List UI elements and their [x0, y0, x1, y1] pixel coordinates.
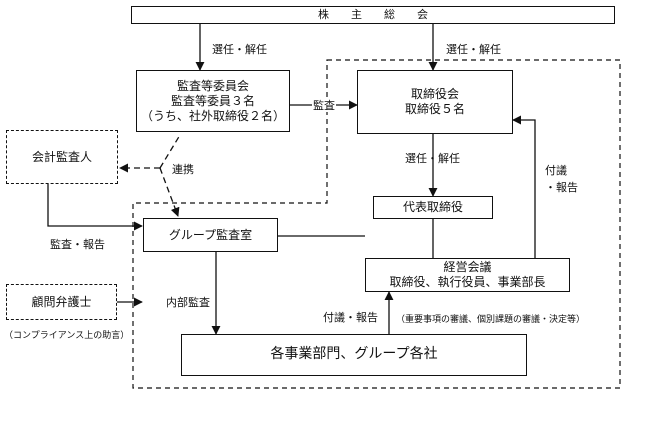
arrow-cooperation-group-audit [159, 167, 180, 217]
label-internal-audit: 内部監査 [166, 296, 210, 309]
audit-committee-outside: （うち、社外取締役２名） [140, 108, 285, 123]
board-box: 取締役会 取締役５名 [357, 70, 513, 134]
shareholders-meeting-box: 株 主 総 会 [131, 6, 615, 24]
audit-committee-members: 監査等委員３名 [170, 93, 255, 108]
group-audit-office-label: グループ監査室 [168, 227, 253, 242]
label-report-bottom: 付議・報告 [323, 311, 378, 324]
label-audit-report: 監査・報告 [50, 238, 105, 251]
rep-director-label: 代表取締役 [402, 200, 463, 214]
accounting-auditor-label: 会計監査人 [31, 149, 92, 164]
arrow-audit-report [47, 184, 143, 231]
audit-committee-title: 監査等委員会 [176, 78, 249, 93]
label-report-note: （重要事項の審議、個別課題の審議・決定等） [396, 315, 586, 325]
label-elect-dismiss-left: 選任・解任 [212, 43, 267, 56]
arrow-report-board [512, 115, 536, 258]
divisions-box: 各事業部門、グループ各社 [181, 334, 527, 376]
board-title: 取締役会 [410, 87, 459, 101]
oversight-region-boundary [132, 59, 621, 389]
cooperation-link-up [159, 134, 181, 169]
label-elect-dismiss-right: 選任・解任 [446, 43, 501, 56]
label-elect-dismiss-mid: 選任・解任 [405, 152, 460, 165]
audit-committee-box: 監査等委員会 監査等委員３名 （うち、社外取締役２名） [136, 70, 290, 132]
label-audit: 監査 [312, 99, 336, 112]
label-cooperation: 連携 [172, 163, 194, 176]
divisions-label: 各事業部門、グループ各社 [270, 346, 438, 363]
management-meeting-box: 経営会議 取締役、執行役員、事業部長 [365, 258, 570, 292]
management-meeting-title: 経営会議 [443, 260, 492, 274]
board-members: 取締役５名 [404, 102, 465, 116]
accounting-auditor-box: 会計監査人 [6, 130, 118, 184]
legal-advisor-box: 顧問弁護士 [6, 284, 117, 320]
management-meeting-members: 取締役、執行役員、事業部長 [389, 275, 546, 289]
rep-director-box: 代表取締役 [373, 196, 493, 219]
legal-advisor-note: （コンプライアンス上の助言） [4, 331, 130, 341]
group-audit-office-box: グループ監査室 [143, 218, 278, 252]
shareholders-meeting-label: 株 主 総 会 [318, 8, 428, 22]
label-report-up: 付議 ・報告 [545, 164, 578, 194]
legal-advisor-label: 顧問弁護士 [31, 294, 92, 309]
